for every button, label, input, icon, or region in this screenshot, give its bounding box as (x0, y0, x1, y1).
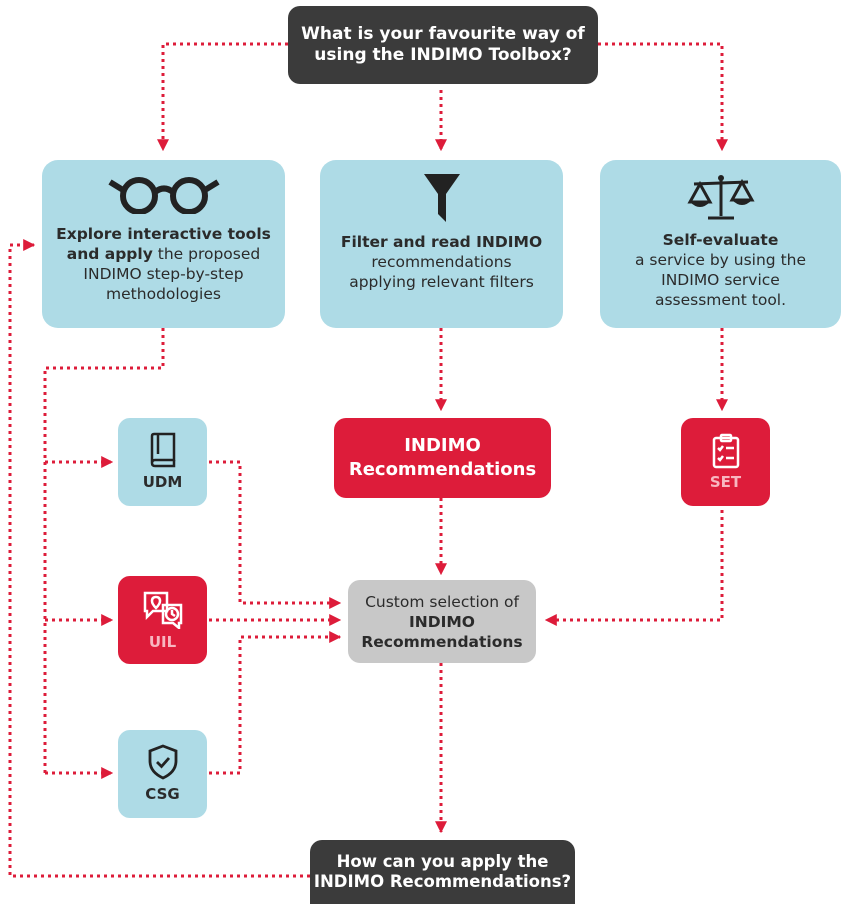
tool-csg-label: CSG (145, 785, 180, 803)
custom-line3: Recommendations (361, 632, 523, 651)
filter-option-box[interactable]: Filter and read INDIMO recommendations a… (320, 160, 563, 328)
tool-set-label: SET (709, 473, 742, 491)
indimo-recs-line1: INDIMO (404, 435, 481, 456)
explore-line4: methodologies (106, 285, 221, 303)
explore-option-box[interactable]: Explore interactive tools and apply the … (42, 160, 285, 328)
clipboard-checklist-icon (711, 433, 741, 469)
shield-check-icon (147, 744, 179, 780)
explore-line1: Explore interactive tools (56, 225, 271, 243)
indimo-recommendations-box[interactable]: INDIMO Recommendations (334, 418, 551, 498)
funnel-icon (422, 172, 462, 224)
question-bottom-box: How can you apply the INDIMO Recommendat… (310, 840, 575, 904)
arrow-top-to-selfeval (598, 42, 728, 152)
chat-location-clock-icon (141, 589, 185, 629)
question-bottom-line1: How can you apply the (336, 852, 549, 871)
indimo-recs-line2: Recommendations (348, 459, 537, 480)
arrow-top-to-explore (157, 42, 288, 152)
self-evaluate-line2: a service by using the (634, 251, 807, 269)
question-top-line2: using the INDIMO Toolbox? (314, 45, 572, 65)
filter-line2: recommendations (371, 253, 512, 271)
arrow-csg-to-custom (209, 631, 342, 775)
arrow-bottom-to-explore (8, 239, 310, 878)
self-evaluate-line4: assessment tool. (654, 291, 787, 309)
scales-icon (686, 172, 756, 222)
question-top-box: What is your favourite way of using the … (288, 6, 598, 84)
line-explore-down (43, 328, 165, 773)
tool-uil-label: UIL (148, 633, 177, 651)
filter-line3: applying relevant filters (349, 273, 534, 291)
explore-line2-rest: the proposed (152, 245, 261, 263)
self-evaluate-option-box[interactable]: Self-evaluate a service by using the IND… (600, 160, 841, 328)
arrow-udm-to-custom (209, 460, 342, 609)
tool-uil[interactable]: UIL (118, 576, 207, 664)
question-bottom-line2: INDIMO Recommendations? (313, 872, 572, 891)
tool-udm[interactable]: UDM (118, 418, 207, 506)
custom-selection-box[interactable]: Custom selection of INDIMO Recommendatio… (348, 580, 536, 663)
self-evaluate-line1: Self-evaluate (662, 231, 779, 249)
arrow-set-to-custom (544, 510, 724, 626)
tool-set[interactable]: SET (681, 418, 770, 506)
explore-line3: INDIMO step-by-step (83, 265, 244, 283)
self-evaluate-line3: INDIMO service (661, 271, 780, 289)
glasses-icon (106, 174, 222, 214)
tool-udm-label: UDM (142, 473, 183, 491)
custom-line2: INDIMO (409, 612, 475, 631)
filter-line1: Filter and read INDIMO (340, 233, 543, 251)
question-top-line1: What is your favourite way of (301, 24, 585, 44)
explore-line2: and apply the proposed (67, 244, 260, 264)
book-icon (148, 432, 178, 468)
custom-line1: Custom selection of (365, 592, 519, 611)
explore-line2-bold: and apply (66, 245, 153, 263)
tool-csg[interactable]: CSG (118, 730, 207, 818)
